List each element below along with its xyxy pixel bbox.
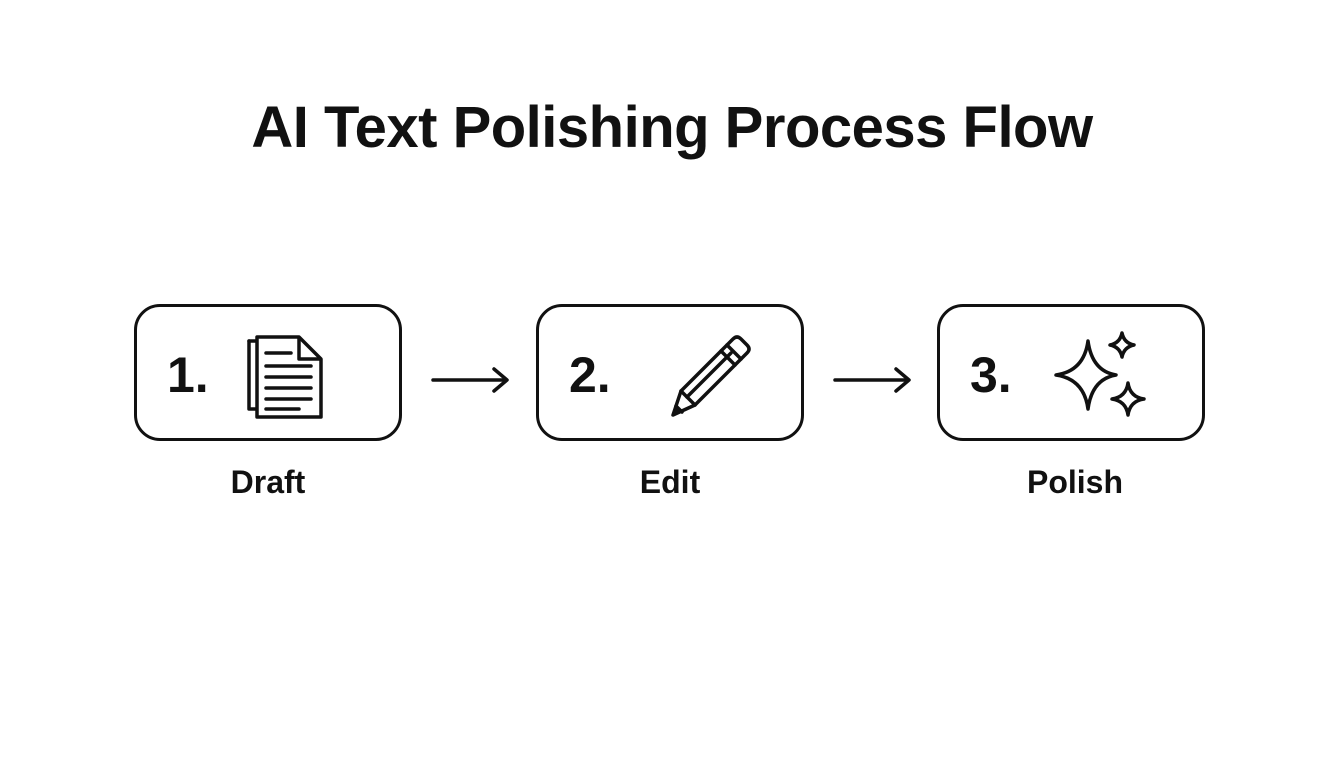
arrow-right-icon xyxy=(833,367,911,393)
arrow-right-icon xyxy=(431,367,509,393)
diagram-title: AI Text Polishing Process Flow xyxy=(251,95,1093,160)
step-box-polish: 3. xyxy=(937,304,1205,441)
step-label-edit: Edit xyxy=(639,464,701,500)
step-box-edit: 2. xyxy=(536,304,804,441)
step-label-draft: Draft xyxy=(230,464,306,500)
document-icon xyxy=(247,335,323,419)
step-label-polish: Polish xyxy=(1026,464,1123,500)
pencil-icon xyxy=(671,335,751,417)
step-number: 1. xyxy=(167,347,209,403)
step-number: 3. xyxy=(970,347,1012,403)
step-number: 2. xyxy=(569,347,611,403)
sparkles-icon xyxy=(1054,331,1146,417)
step-box-draft: 1. xyxy=(134,304,402,441)
